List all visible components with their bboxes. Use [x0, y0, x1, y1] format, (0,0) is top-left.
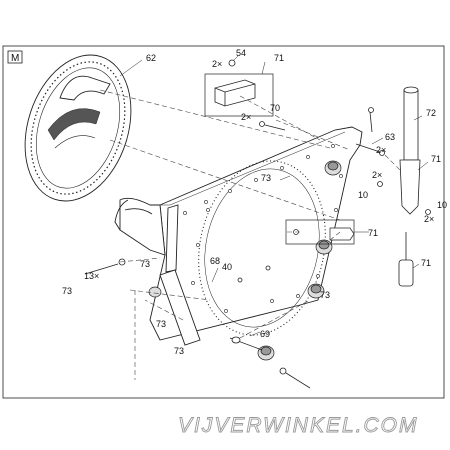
leader-lines	[119, 55, 429, 337]
callout-2x-10-right: 2×	[424, 214, 434, 224]
callout-71-float: 71	[421, 258, 431, 268]
callout-63: 63	[385, 132, 395, 142]
callout-73-upper: 73	[261, 173, 271, 183]
alignment-lines	[99, 89, 401, 380]
callout-73-e: 73	[320, 290, 330, 300]
grille-ring	[24, 54, 132, 202]
bracket-71-mid	[285, 219, 355, 245]
callout-13x: 13×	[84, 271, 99, 281]
callout-73-a: 73	[140, 259, 150, 269]
callout-71-mid: 71	[368, 228, 378, 238]
motor-pulleys	[148, 160, 342, 361]
callout-71-right: 71	[431, 154, 441, 164]
cylinder-71	[398, 232, 414, 287]
tube-72	[399, 86, 421, 215]
callout-70: 70	[270, 103, 280, 113]
callout-10-right: 10	[437, 200, 447, 210]
callout-2x-63: 2×	[376, 145, 386, 155]
callout-62: 62	[146, 53, 156, 63]
section-tag: M	[11, 53, 19, 64]
section-tag-box	[7, 50, 23, 64]
diagram-frame	[2, 45, 445, 399]
screws	[84, 59, 431, 389]
callout-54: 54	[236, 48, 246, 58]
callout-40: 40	[222, 262, 232, 272]
callout-10-left: 10	[358, 190, 368, 200]
callout-71-top: 71	[274, 53, 284, 63]
callout-73-d: 73	[174, 346, 184, 356]
callout-73-b: 73	[62, 286, 72, 296]
housing-plate	[114, 126, 363, 346]
callout-69: 69	[260, 329, 270, 339]
callout-73-c: 73	[156, 319, 166, 329]
callout-72: 72	[426, 108, 436, 118]
callout-2x-10: 2×	[372, 170, 382, 180]
bracket-71-top	[204, 73, 274, 117]
callout-labels: 62 54 71 2× 70 2× 72 63 2× 71 73 2× 10 1…	[62, 48, 447, 356]
callout-68: 68	[210, 256, 220, 266]
watermark: VIJVERWINKEL.COM	[178, 414, 418, 437]
callout-2x-54: 2×	[212, 59, 222, 69]
callout-2x-70: 2×	[241, 112, 251, 122]
